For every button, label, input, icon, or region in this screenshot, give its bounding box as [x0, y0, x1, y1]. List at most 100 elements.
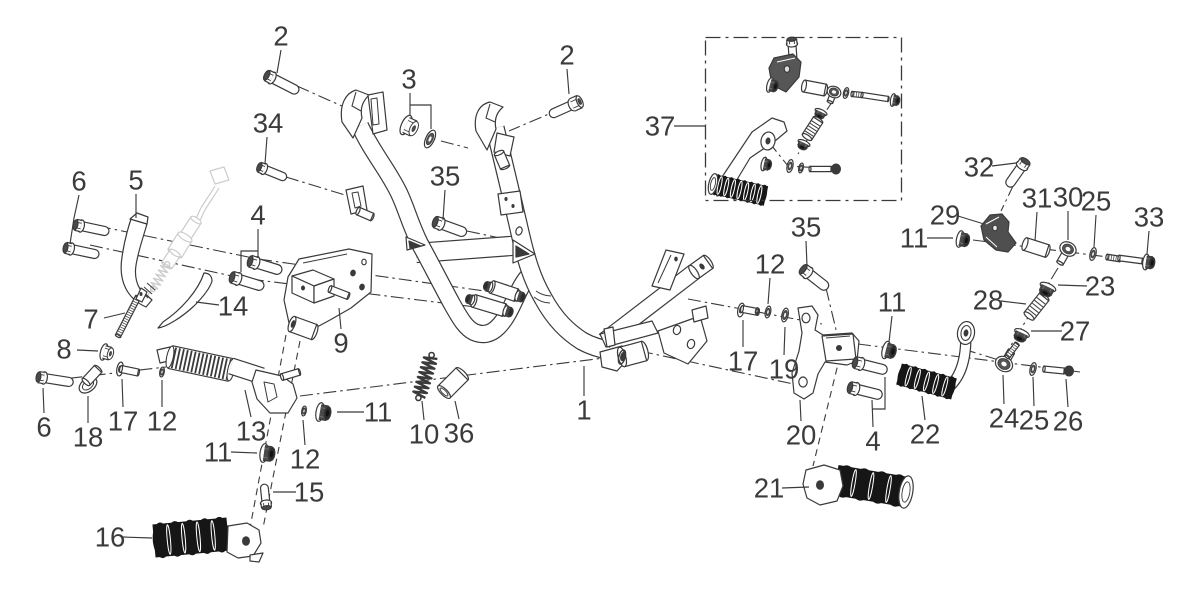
frame-left-clamp-notch	[351, 91, 362, 112]
callout-21-43: 21	[754, 473, 810, 504]
shift-37-washer2	[786, 159, 794, 173]
nut-11-stand	[315, 402, 332, 422]
callout-leader	[264, 136, 268, 165]
part-number-label: 6	[36, 412, 51, 443]
shift-37-bolt-right	[808, 165, 833, 173]
callout-16-44: 16	[95, 522, 153, 553]
shift-37-rodend	[826, 85, 842, 105]
callout-7-21: 7	[83, 304, 126, 335]
axis-line-3	[639, 350, 799, 386]
part-number-label: 27	[1060, 316, 1091, 347]
callout-6-29: 6	[36, 387, 52, 443]
shift-37-adjuster	[801, 115, 824, 142]
part-number-label: 31	[1022, 183, 1053, 214]
callout-20-37: 20	[786, 399, 816, 451]
bolt-6-lower	[35, 371, 74, 388]
dashed-line-0	[249, 334, 287, 529]
bracket-5-hatch3	[146, 282, 156, 291]
callout-17-26: 17	[728, 320, 758, 377]
nut-27	[1013, 327, 1030, 343]
shift-37-nut1	[765, 77, 779, 93]
ghost-switch-body3	[161, 248, 181, 270]
spring-10	[412, 351, 438, 402]
bracket-9-hole2	[359, 283, 365, 291]
shift-37-nut4	[760, 156, 773, 172]
callout-8-25: 8	[56, 334, 99, 365]
callout-32-9: 32	[964, 152, 1017, 183]
shift-37-lever-boss-hole	[765, 137, 771, 145]
part-number-label: 12	[755, 249, 786, 280]
part-number-label: 2	[559, 40, 574, 71]
bracket-9-barrel-bolt	[290, 320, 296, 328]
frame-left-clamp-slot	[370, 97, 380, 126]
callout-12-32: 12	[147, 380, 177, 437]
callout-leader	[302, 419, 306, 446]
callout-33-14: 33	[1134, 202, 1164, 255]
callout-14-20: 14	[195, 291, 248, 322]
part-number-label: 28	[973, 285, 1004, 316]
callout-37-4: 37	[645, 111, 705, 142]
axis-line-11	[825, 287, 839, 339]
frame-tab-stub	[355, 206, 375, 222]
bolt-33-thread	[1105, 253, 1122, 263]
frame-hanger-strap-hole	[674, 256, 678, 262]
part-number-label: 9	[333, 328, 348, 359]
part-number-label: 11	[204, 437, 233, 468]
callout-leader	[1034, 211, 1038, 242]
callout-1-28: 1	[576, 366, 592, 426]
frame-mount-plate-hole1	[672, 324, 682, 336]
part-number-label: 34	[253, 108, 284, 139]
part-number-label: 19	[769, 354, 800, 385]
ghost-switch-cable2	[198, 187, 220, 223]
part-number-label: 25	[1081, 186, 1112, 217]
frame-gusset-right-fill	[515, 245, 530, 258]
pin-17-left-body	[118, 364, 141, 377]
callout-36-36: 36	[444, 400, 474, 449]
callout-35-16: 35	[791, 212, 821, 267]
part-number-label: 15	[294, 477, 325, 508]
callout-6-5: 6	[69, 166, 87, 245]
footpeg-22	[896, 363, 957, 400]
frame-stub1-nut-left	[482, 280, 494, 293]
frame-right-clamp-ear	[493, 132, 515, 157]
frame-boss-hole	[699, 263, 705, 270]
callout-leader	[195, 301, 220, 306]
bracket-9-hole3	[361, 258, 367, 266]
inset-box-border	[704, 36, 903, 202]
callout-4-38: 4	[865, 377, 886, 457]
part-number-label: 35	[430, 161, 461, 192]
shift-37-bolt-long-head	[889, 93, 901, 107]
bracket-29-facet1	[985, 216, 1000, 225]
parts-artwork	[35, 36, 1156, 563]
frame-sleeve-arc2	[533, 296, 551, 304]
part-number-label: 4	[865, 426, 880, 457]
frame-tab-slot	[351, 191, 362, 209]
callout-9-22: 9	[333, 307, 349, 359]
callout-leader	[1093, 214, 1097, 248]
bushing-36	[436, 366, 470, 400]
callout-leader	[783, 326, 786, 356]
plate-14	[157, 272, 213, 329]
frame-bottom-tab	[603, 326, 616, 348]
shift-37-washer1	[842, 87, 850, 99]
callout-5-6: 5	[128, 165, 144, 218]
callout-26-42: 26	[1053, 378, 1083, 437]
bracket-29-facet2	[985, 236, 998, 248]
washer-12-left	[159, 366, 165, 378]
callout-11-15: 11	[900, 223, 953, 254]
callout-leader	[767, 277, 771, 305]
bolt-26-head	[1064, 365, 1074, 377]
bolt-2-left	[262, 69, 300, 95]
callout-leader	[42, 387, 45, 414]
callout-13-33: 13	[236, 389, 266, 447]
bracket-9-block-hole	[301, 285, 305, 291]
shift-37-cylinder	[800, 79, 829, 97]
footpeg-16	[152, 516, 230, 559]
bracket-9-block-right	[313, 278, 335, 304]
washer-25-lower	[1029, 362, 1037, 376]
bolt-33-shaft	[1117, 254, 1144, 265]
bracket-20-block-edge	[825, 335, 851, 339]
